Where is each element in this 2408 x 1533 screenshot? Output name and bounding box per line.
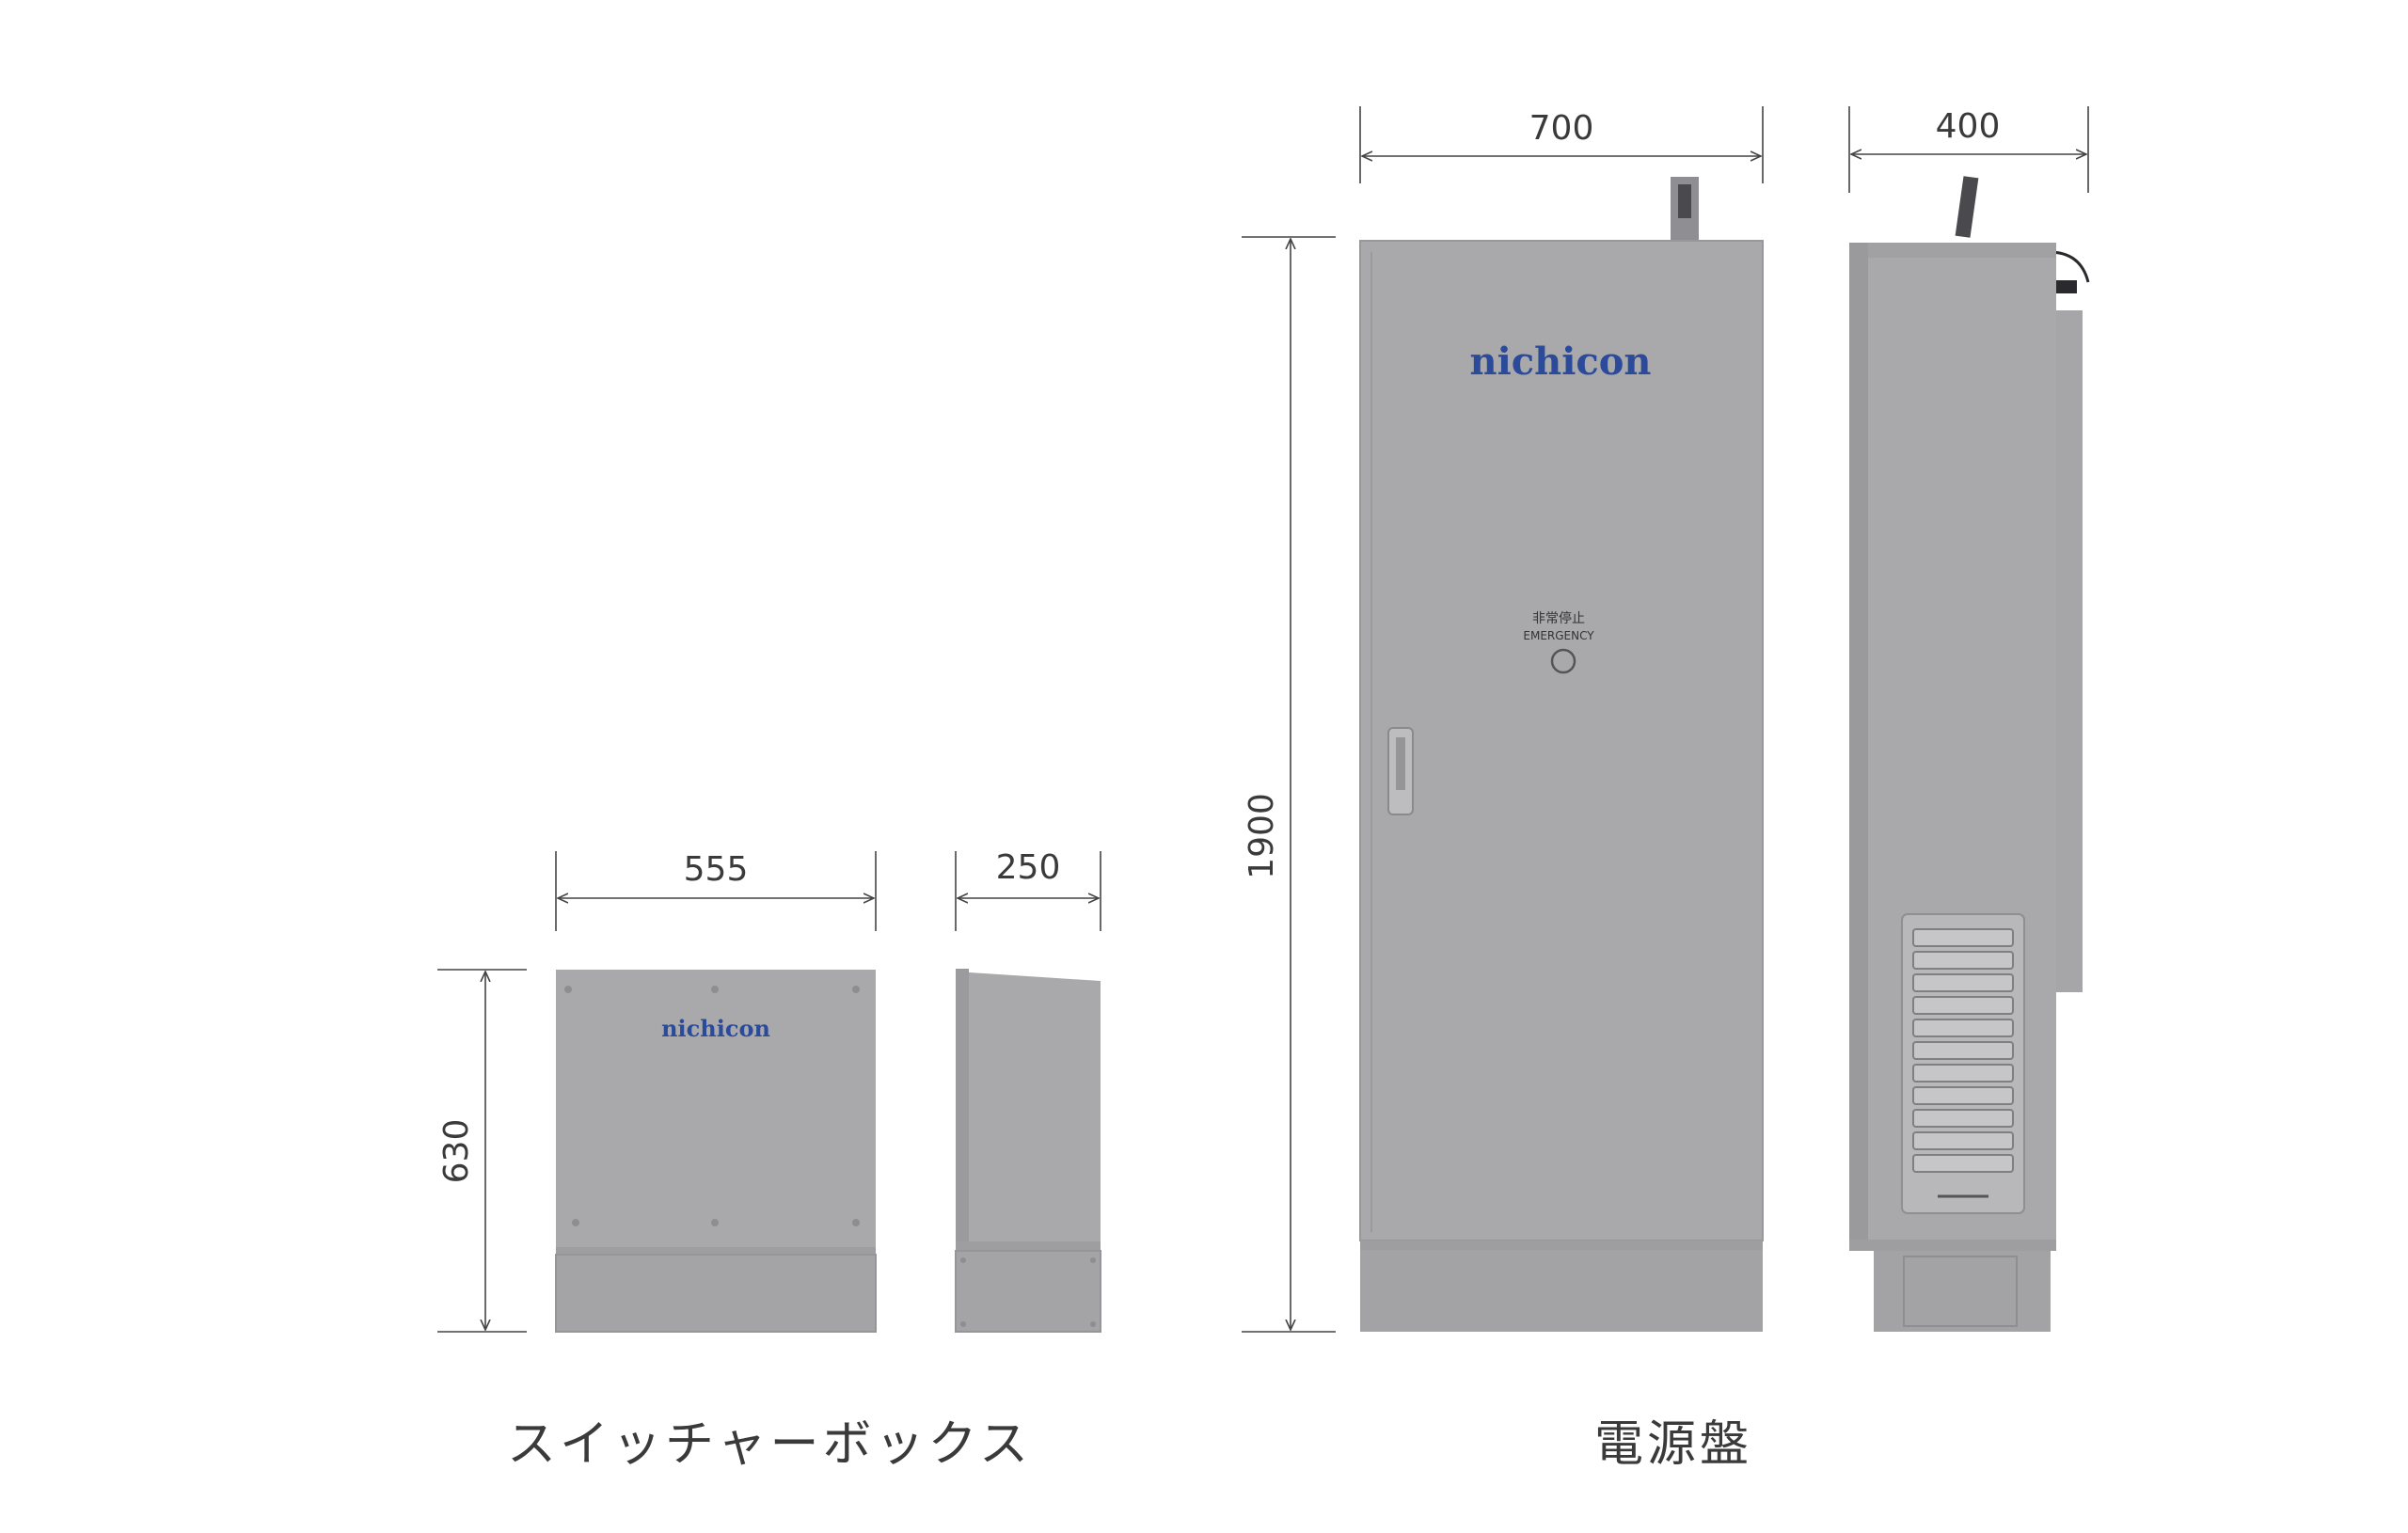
switcher-box-side-view bbox=[955, 969, 1101, 1333]
switcher-box-front-view: nichicon bbox=[555, 970, 877, 1333]
power-panel-front-view: nichicon 非常停止 EMERGENCY bbox=[1359, 177, 1764, 1332]
switcher-box-width-dimension bbox=[555, 851, 877, 931]
switcher-box-height-label: 630 bbox=[437, 1119, 476, 1184]
switcher-box-depth-label: 250 bbox=[996, 848, 1061, 887]
power-panel-depth-label: 400 bbox=[1936, 107, 2001, 146]
power-panel-side-view bbox=[1849, 176, 2090, 1332]
emergency-stop-label-jp: 非常停止 bbox=[1532, 610, 1585, 626]
switcher-box-caption: スイッチャーボックス bbox=[507, 1416, 1032, 1473]
power-panel-logo: nichicon bbox=[1469, 340, 1651, 384]
power-panel-depth-dimension bbox=[1848, 106, 2089, 193]
power-panel-width-label: 700 bbox=[1529, 109, 1594, 148]
emergency-stop-label-en: EMERGENCY bbox=[1523, 629, 1594, 642]
power-panel-height-label: 1900 bbox=[1243, 793, 1281, 879]
switcher-box-width-label: 555 bbox=[684, 850, 749, 889]
power-panel-caption: 電源盤 bbox=[1594, 1416, 1752, 1473]
power-panel-height-dimension bbox=[1242, 236, 1336, 1333]
switcher-box-logo: nichicon bbox=[661, 1015, 770, 1042]
switcher-box-depth-dimension bbox=[955, 851, 1101, 931]
switcher-box-height-dimension bbox=[437, 969, 527, 1333]
power-panel-width-dimension bbox=[1359, 106, 1764, 183]
